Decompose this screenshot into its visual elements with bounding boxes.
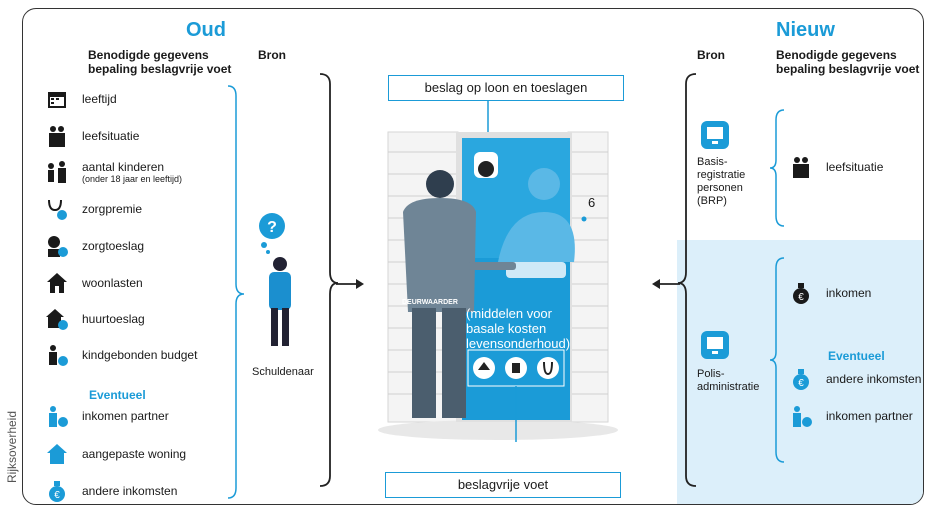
schuldenaar-figure: ? <box>259 213 291 346</box>
polis-optional-item: inkomen partner <box>790 405 913 427</box>
house-icon <box>46 272 68 294</box>
brp-label: Basis- registratie personen (BRP) <box>697 156 746 207</box>
old-list-label: woonlasten <box>82 276 143 290</box>
new-title: Nieuw <box>776 19 835 41</box>
partner-coins-icon <box>790 405 812 427</box>
new-needed-header: Benodigde gegevens bepaling beslagvrije … <box>776 48 920 76</box>
door-text: (middelen voor basale kosten levensonder… <box>466 306 571 351</box>
source-bracket-left <box>319 73 339 487</box>
credit: Rijksoverheid <box>5 410 19 484</box>
top-box: beslag op loon en toeslagen <box>388 75 624 101</box>
polis-label: inkomen <box>826 286 872 300</box>
couple-icon <box>46 125 68 147</box>
old-optional-label: inkomen partner <box>82 409 169 423</box>
svg-text:€: € <box>798 292 804 303</box>
partner-coins-icon <box>46 405 68 427</box>
old-list-label: zorgtoeslag <box>82 239 145 253</box>
schuldenaar-label: Schuldenaar <box>252 366 314 378</box>
calendar-icon <box>46 88 68 110</box>
polis-optional-label: inkomen partner <box>826 409 913 423</box>
polis-label: Polis- administratie <box>697 368 760 393</box>
child-coins-icon <box>46 344 68 366</box>
door-number: 6 <box>588 195 596 210</box>
source-bracket-right <box>677 73 697 487</box>
brp-bracket <box>769 109 785 227</box>
money-bag-icon: € <box>790 368 812 390</box>
new-eventueel: Eventueel <box>828 349 885 363</box>
old-optional-item: inkomen partner <box>46 405 169 427</box>
polis-optional-item: € andere inkomsten <box>790 368 921 390</box>
old-optional-label: aangepaste woning <box>82 447 187 461</box>
door-scene <box>378 131 618 442</box>
brp-label: leefsituatie <box>826 160 884 174</box>
old-list-item: zorgtoeslag <box>46 235 144 257</box>
old-optional-item: aangepaste woning <box>46 443 186 465</box>
old-list-label: leefsituatie <box>82 129 140 143</box>
old-list-item: zorgpremie <box>46 198 142 220</box>
svg-text:€: € <box>54 490 60 501</box>
arrow-right-to-center <box>652 279 680 289</box>
stethoscope-coins-icon <box>46 198 68 220</box>
old-bracket <box>227 85 245 499</box>
svg-text:€: € <box>798 378 804 389</box>
old-list-item: leeftijd <box>46 88 117 110</box>
deurwaarder-label: DEURWAARDER <box>402 299 458 306</box>
polis-bracket <box>769 257 785 463</box>
new-source-header: Bron <box>697 48 725 62</box>
old-list-item: woonlasten <box>46 272 143 294</box>
old-eventueel: Eventueel <box>89 388 146 402</box>
old-list-sublabel: (onder 18 jaar en leeftijd) <box>82 174 183 184</box>
bottom-box: beslagvrije voet <box>385 472 621 498</box>
old-list-label: aantal kinderen <box>82 160 165 174</box>
house-coins-icon <box>46 308 68 330</box>
svg-text:?: ? <box>267 219 277 236</box>
computer-icon <box>701 331 729 359</box>
old-needed-header: Benodigde gegevens bepaling beslagvrije … <box>88 48 232 76</box>
old-source-header: Bron <box>258 48 286 62</box>
old-list-label: kindgebonden budget <box>82 348 198 362</box>
frame <box>22 8 924 505</box>
computer-icon <box>701 121 729 149</box>
old-title: Oud <box>186 19 226 41</box>
old-optional-label: andere inkomsten <box>82 484 178 498</box>
polis-item: € inkomen <box>790 282 871 304</box>
old-list-label: huurtoeslag <box>82 312 145 326</box>
money-bag-icon: € <box>46 480 68 502</box>
old-list-label: leeftijd <box>82 92 117 106</box>
old-list-label: zorgpremie <box>82 202 143 216</box>
couple-icon <box>790 156 812 178</box>
brp-item: leefsituatie <box>790 156 883 178</box>
old-list-item: huurtoeslag <box>46 308 145 330</box>
money-bag-icon: € <box>790 282 812 304</box>
person-coins-icon <box>46 235 68 257</box>
family-icon <box>46 161 68 183</box>
polis-optional-label: andere inkomsten <box>826 372 922 386</box>
adapted-house-icon <box>46 443 68 465</box>
arrow-left-to-center <box>336 279 364 289</box>
old-optional-item: € andere inkomsten <box>46 480 177 502</box>
old-list-item: leefsituatie <box>46 125 139 147</box>
old-list-item: aantal kinderen(onder 18 jaar en leeftij… <box>46 160 182 184</box>
old-list-item: kindgebonden budget <box>46 344 197 366</box>
